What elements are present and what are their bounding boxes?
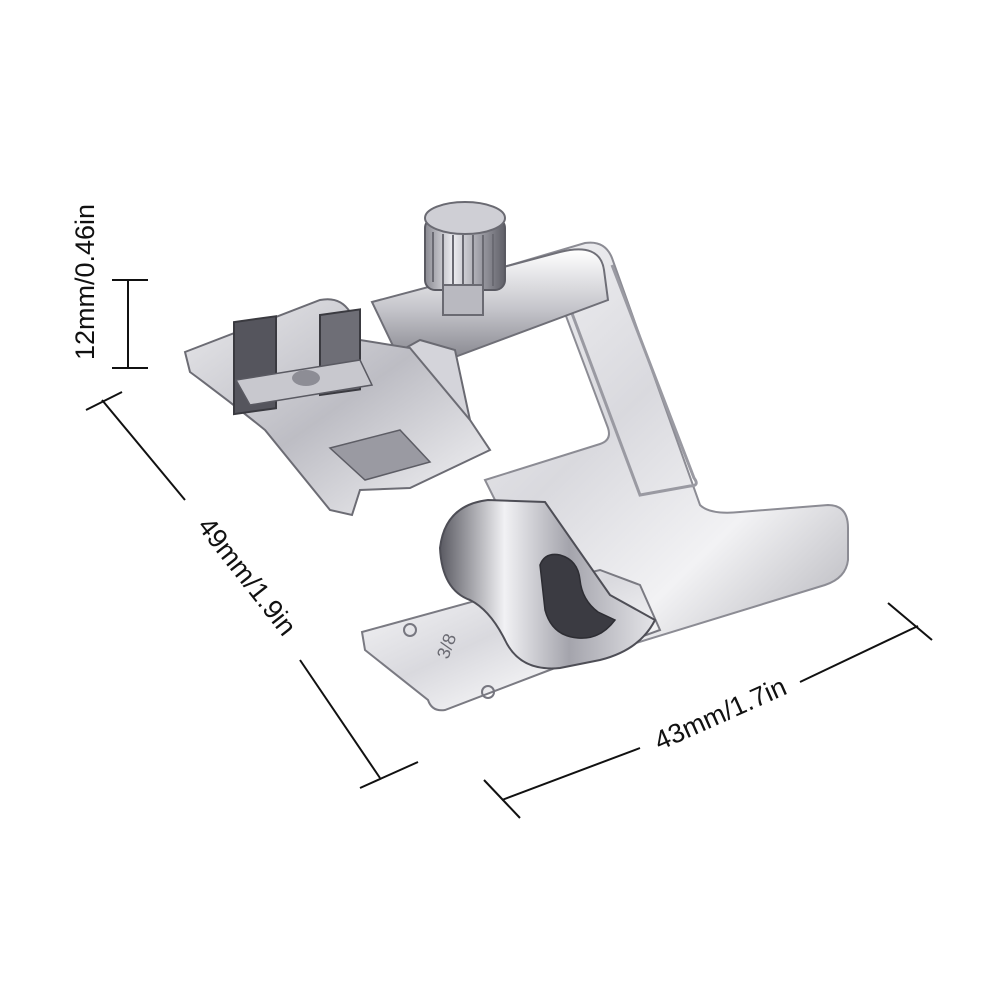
plate-hole-2 — [481, 685, 495, 699]
foot-hole — [292, 370, 320, 386]
width-dimension — [483, 602, 933, 819]
height-label: 12mm/0.46in — [70, 204, 100, 360]
length-label: 49mm/1.9in — [192, 512, 302, 642]
hem-curl-slot — [539, 553, 617, 639]
foot-toe-slot — [328, 429, 432, 481]
top-bar — [370, 248, 610, 372]
height-dimension — [112, 279, 148, 369]
plate-hole-1 — [403, 623, 417, 637]
sewing-presser-foot-icon: 3/8 — [183, 201, 849, 712]
screw-knob-icon — [424, 201, 506, 316]
length-dimension — [85, 391, 419, 789]
width-label: 43mm/1.7in — [650, 671, 791, 756]
